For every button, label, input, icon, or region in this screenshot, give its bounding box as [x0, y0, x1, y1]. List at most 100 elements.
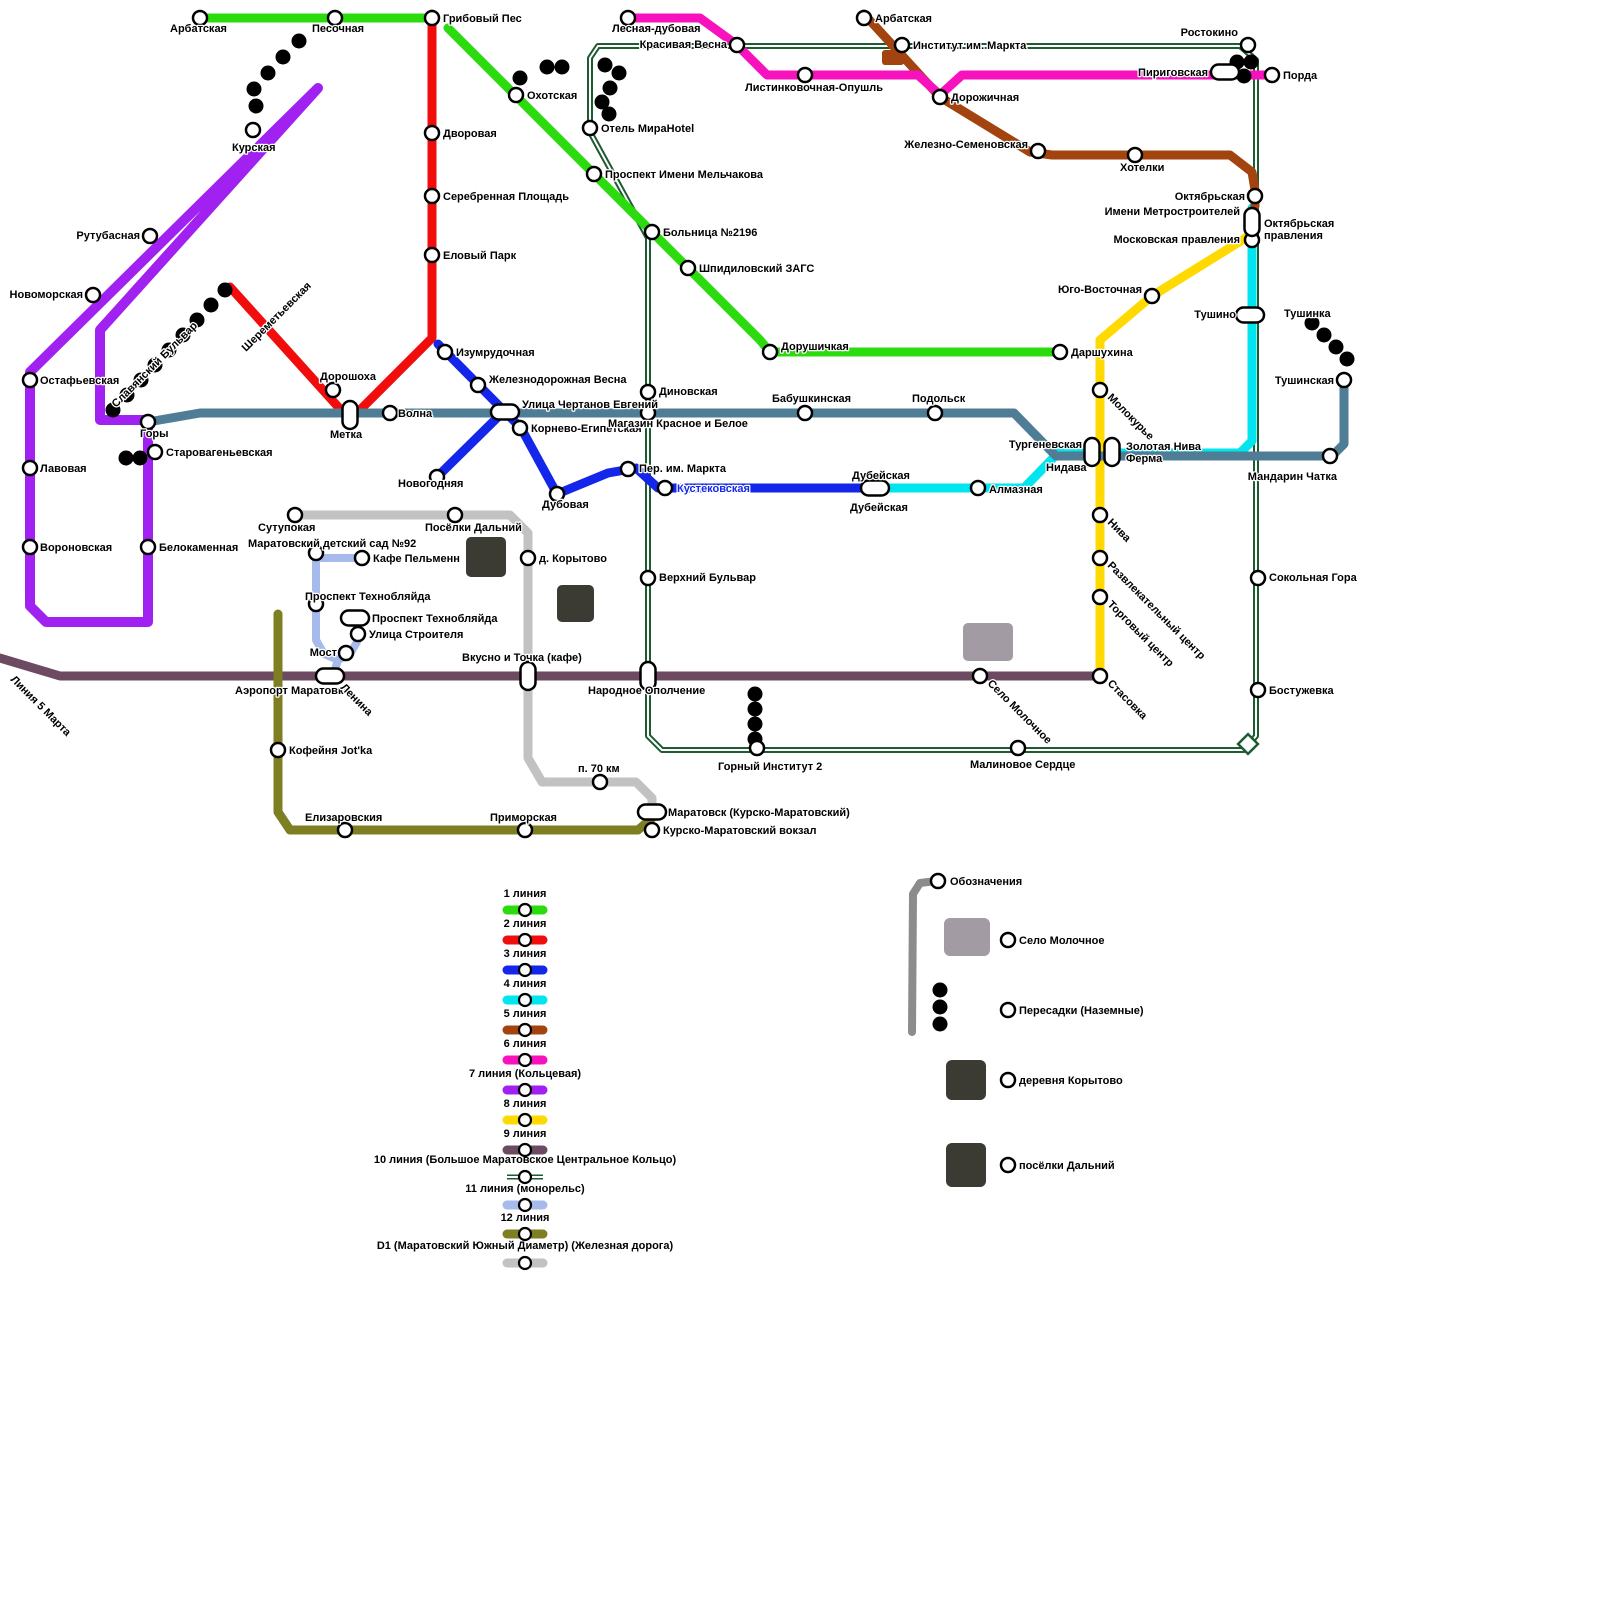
legend-station-circle: [517, 1082, 533, 1098]
station-label: Больница №2196: [663, 227, 757, 239]
station-marker: [855, 9, 873, 27]
transfer-dot: [747, 701, 763, 717]
symbols-item-label: посёлки Дальний: [1019, 1160, 1115, 1172]
transfer-dot: [147, 357, 163, 373]
transfer-dot: [217, 282, 233, 298]
station-label: Кустековская: [677, 483, 750, 495]
station-marker: [1246, 187, 1264, 205]
station-marker: [324, 381, 342, 399]
symbols-item-circle: [999, 931, 1017, 949]
station-label: Белокаменная: [159, 542, 238, 554]
station-marker: [1009, 739, 1027, 757]
station-label: Улица Чертанов Евгений: [522, 399, 658, 411]
station-label: Малиновое Сердце: [970, 759, 1075, 771]
station-marker: [656, 479, 674, 497]
transfer-dot: [611, 65, 627, 81]
station-label: Шпидиловский ЗАГС: [699, 263, 814, 275]
station-marker: [1239, 36, 1257, 54]
symbols-header-circle: [929, 872, 947, 890]
station-label: Старовагеньевская: [166, 447, 273, 459]
station-marker: [516, 821, 534, 839]
station-label: Порда: [1283, 70, 1318, 82]
transfer-dot: [119, 387, 135, 403]
transfer-dot: [747, 716, 763, 732]
station-label: Красивая Весна: [640, 39, 728, 51]
legend-label: 9 линия: [504, 1128, 547, 1140]
symbols-transfer-dot: [932, 982, 948, 998]
station-label: Приморская: [490, 812, 557, 824]
station-label: Алмазная: [989, 484, 1043, 496]
line-7-purple-ring: [25, 83, 323, 627]
station-label: Пер. им. Маркта: [639, 463, 727, 475]
station-label: Октябрьская: [1175, 191, 1245, 203]
legend-station-circle: [517, 1169, 533, 1185]
station-marker: [643, 821, 661, 839]
transfer-dot: [175, 327, 191, 343]
station-label: Железнодорожная Весна: [488, 374, 627, 386]
station-label: Пириговская: [1138, 67, 1208, 79]
station-transfer-capsule: [1209, 63, 1241, 81]
transfer-dot: [132, 450, 148, 466]
symbols-building: [946, 1060, 986, 1100]
station-marker: [761, 343, 779, 361]
symbols-title: Обозначения: [950, 876, 1022, 888]
station-marker: [1051, 343, 1069, 361]
station-marker: [971, 667, 989, 685]
station-label: Корнево-Египетская: [531, 423, 642, 435]
station-label: Проспект Имени Мельчакова: [605, 169, 764, 181]
station-label: Тушино: [1194, 309, 1236, 321]
station-marker: [969, 479, 987, 497]
station-marker: [748, 739, 766, 757]
station-label: Нидава: [1046, 462, 1087, 474]
station-marker: [796, 66, 814, 84]
station-transfer-capsule: [639, 660, 657, 692]
station-label: Дорушичкая: [781, 341, 849, 353]
legend-station-circle: [517, 1052, 533, 1068]
station-label: Дубовая: [542, 499, 589, 511]
station-marker: [446, 506, 464, 524]
station-label: п. 70 км: [578, 763, 620, 775]
transfer-dot: [1339, 351, 1355, 367]
transfer-dot: [118, 450, 134, 466]
station-marker: [423, 9, 441, 27]
symbols-transfer-dot: [932, 1016, 948, 1032]
building-posyolki-dalniy: [466, 537, 506, 577]
station-label: Лесная-дубовая: [612, 23, 701, 35]
transfer-dot: [601, 106, 617, 122]
transfer-dot: [1236, 68, 1252, 84]
legend-label: 1 линия: [504, 888, 547, 900]
legend-label: 4 линия: [504, 978, 547, 990]
brown-interchange-marker: [882, 50, 904, 65]
station-label: Песочная: [312, 23, 364, 35]
station-label: Охотская: [527, 90, 577, 102]
symbols-item-label: Село Молочное: [1019, 935, 1104, 947]
station-marker: [286, 506, 304, 524]
station-label: Рутубасная: [76, 230, 140, 242]
symbols-building: [944, 918, 990, 956]
station-marker: [307, 595, 325, 613]
station-marker: [21, 538, 39, 556]
station-marker: [619, 460, 637, 478]
station-marker: [548, 485, 566, 503]
station-label: Верхний Бульвар: [659, 572, 756, 584]
station-marker: [1249, 681, 1267, 699]
station-marker: [349, 625, 367, 643]
station-label: Остафьевская: [40, 375, 119, 387]
station-marker: [141, 227, 159, 245]
station-label: Нива: [1105, 517, 1134, 546]
station-label: Бабушкинская: [772, 393, 851, 405]
station-marker: [796, 404, 814, 422]
station-marker: [1091, 381, 1109, 399]
legend-station-circle: [517, 902, 533, 918]
legend-station-circle: [517, 1226, 533, 1242]
station-label: Курская: [232, 142, 276, 154]
station-label: Тушинка: [1284, 308, 1331, 320]
station-transfer-capsule: [1103, 436, 1121, 468]
station-marker: [507, 86, 525, 104]
station-marker: [1126, 146, 1144, 164]
symbols-building: [946, 1143, 986, 1187]
transfer-dot: [539, 59, 555, 75]
